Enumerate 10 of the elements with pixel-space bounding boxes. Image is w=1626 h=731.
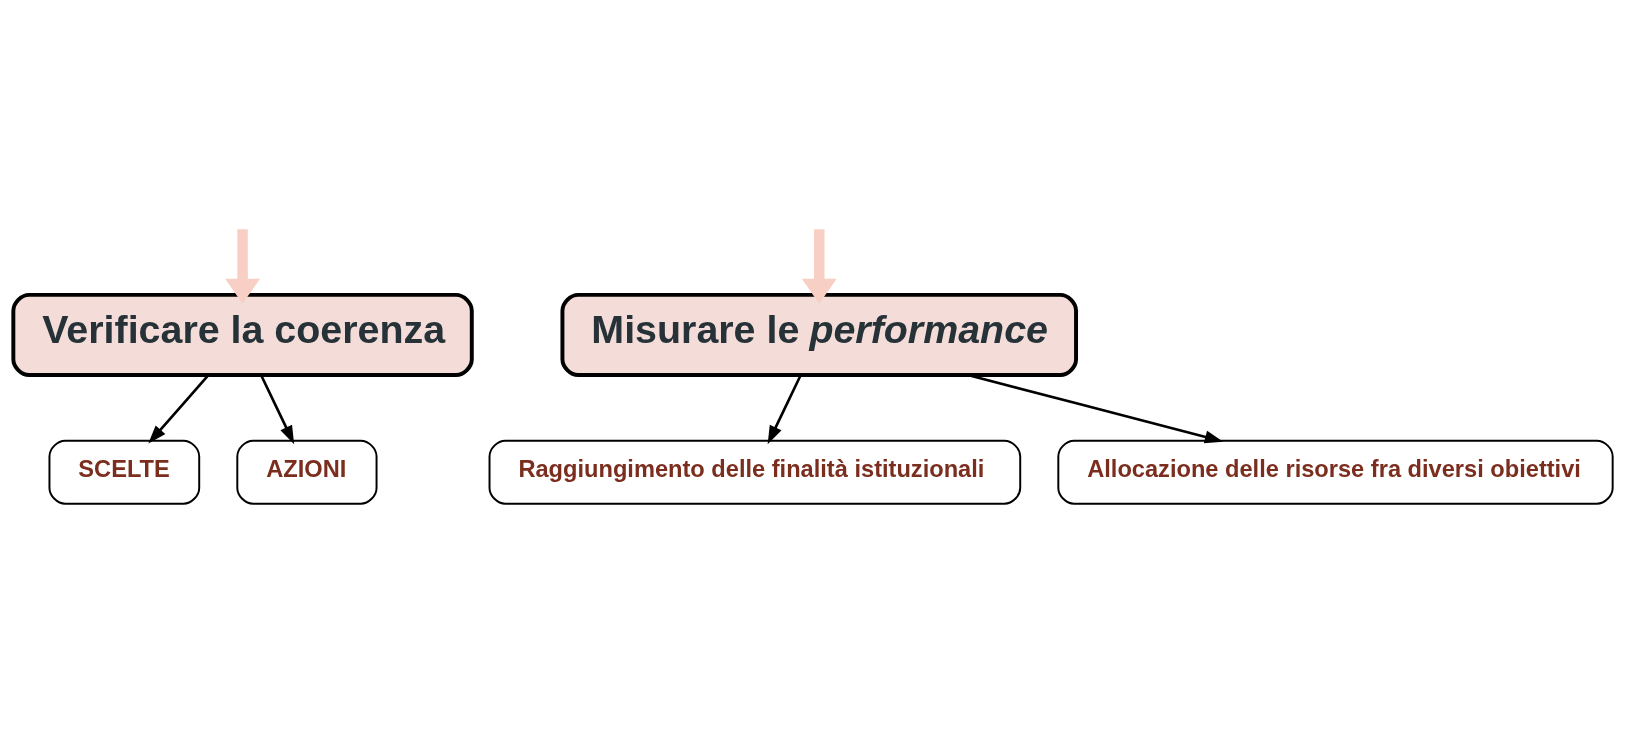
node-box: Allocazione delle risorse fra diversi obiettivi [1057, 439, 1614, 505]
arrow [225, 228, 260, 304]
node-box: SCELTE [48, 439, 201, 505]
node-box: AZIONI [236, 439, 378, 505]
node-box: Misurare le performance [560, 292, 1078, 377]
node-box: Raggiungimento delle finalità istituzionali [488, 439, 1022, 505]
arrow [767, 374, 802, 444]
node-box: Verificare la coerenza [11, 292, 474, 377]
arrow [260, 374, 295, 444]
arrow [801, 228, 837, 304]
